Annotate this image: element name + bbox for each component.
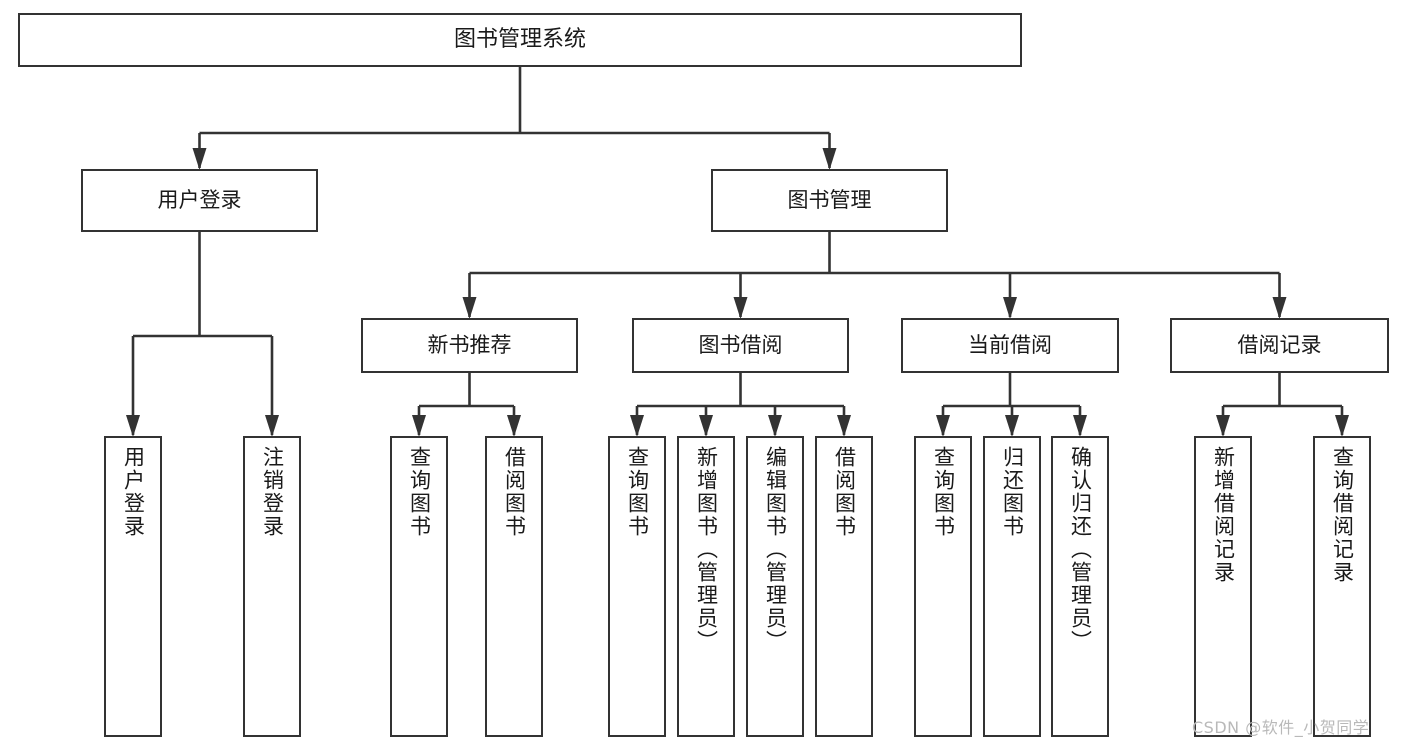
node-label: 新增借阅记录 bbox=[1211, 446, 1236, 584]
node-label: 新书推荐 bbox=[427, 333, 512, 358]
node-label: 查询图书 bbox=[931, 446, 956, 538]
node-label: 注销登录 bbox=[260, 446, 285, 538]
node-l1a[interactable]: 用户登录 bbox=[81, 169, 318, 232]
node-leaf11[interactable]: 确认归还（管理员） bbox=[1051, 436, 1109, 737]
node-l2b[interactable]: 图书借阅 bbox=[632, 318, 849, 373]
node-l1b[interactable]: 图书管理 bbox=[711, 169, 948, 232]
node-leaf10[interactable]: 归还图书 bbox=[983, 436, 1041, 737]
node-leaf9[interactable]: 查询图书 bbox=[914, 436, 972, 737]
node-label: 图书借阅 bbox=[698, 333, 783, 358]
node-label: 借阅图书 bbox=[832, 446, 857, 538]
watermark-text: CSDN @软件_小贺同学 bbox=[1192, 718, 1370, 737]
node-label: 查询借阅记录 bbox=[1330, 446, 1355, 584]
node-label: 用户登录 bbox=[121, 446, 146, 538]
node-leaf5[interactable]: 查询图书 bbox=[608, 436, 666, 737]
node-label: 图书管理 bbox=[787, 188, 872, 213]
node-label: 确认归还（管理员） bbox=[1068, 446, 1093, 653]
node-l2d[interactable]: 借阅记录 bbox=[1170, 318, 1389, 373]
node-label: 新增图书（管理员） bbox=[694, 446, 719, 653]
node-leaf8[interactable]: 借阅图书 bbox=[815, 436, 873, 737]
node-label: 借阅图书 bbox=[502, 446, 527, 538]
node-label: 归还图书 bbox=[1000, 446, 1025, 538]
node-leaf1[interactable]: 用户登录 bbox=[104, 436, 162, 737]
node-leaf4[interactable]: 借阅图书 bbox=[485, 436, 543, 737]
node-l2a[interactable]: 新书推荐 bbox=[361, 318, 578, 373]
node-label: 查询图书 bbox=[625, 446, 650, 538]
node-leaf12[interactable]: 新增借阅记录 bbox=[1194, 436, 1252, 737]
node-leaf3[interactable]: 查询图书 bbox=[390, 436, 448, 737]
node-leaf2[interactable]: 注销登录 bbox=[243, 436, 301, 737]
node-root[interactable]: 图书管理系统 bbox=[18, 13, 1022, 67]
node-label: 借阅记录 bbox=[1237, 333, 1322, 358]
node-leaf7[interactable]: 编辑图书（管理员） bbox=[746, 436, 804, 737]
node-leaf13[interactable]: 查询借阅记录 bbox=[1313, 436, 1371, 737]
node-leaf6[interactable]: 新增图书（管理员） bbox=[677, 436, 735, 737]
node-label: 编辑图书（管理员） bbox=[763, 446, 788, 653]
node-label: 用户登录 bbox=[157, 188, 242, 213]
node-l2c[interactable]: 当前借阅 bbox=[901, 318, 1119, 373]
node-label: 当前借阅 bbox=[968, 333, 1052, 358]
node-label: 图书管理系统 bbox=[453, 27, 586, 53]
node-label: 查询图书 bbox=[407, 446, 432, 538]
